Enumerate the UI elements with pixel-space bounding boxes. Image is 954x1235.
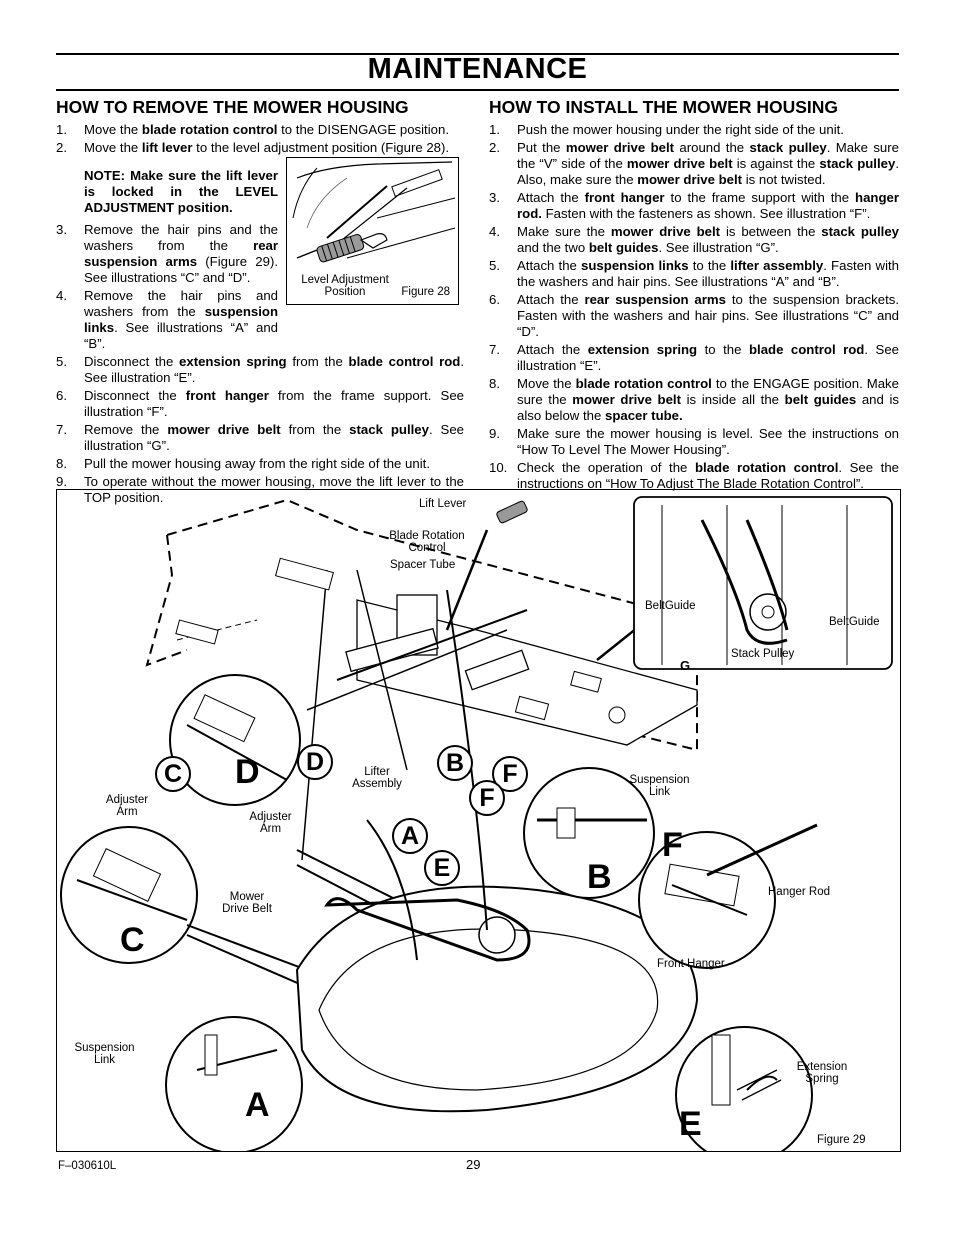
detail-a-letter: A bbox=[245, 1086, 270, 1124]
install-step-8: 8.Move the blade rotation control to the… bbox=[489, 376, 900, 423]
remove-step-1: 1.Move the blade rotation control to the… bbox=[56, 122, 449, 137]
callout-a-marker: A bbox=[392, 818, 428, 854]
install-step-7: 7.Attach the extension spring to the bla… bbox=[489, 342, 899, 373]
remove-step-3: 3.Remove the hair pins and the washers f… bbox=[56, 222, 279, 285]
top-rule bbox=[56, 53, 899, 55]
install-step-5: 5.Attach the suspension links to the lif… bbox=[489, 258, 899, 289]
callout-c-marker: C bbox=[155, 756, 191, 792]
remove-steps: 1.Move the blade rotation control to the… bbox=[56, 122, 464, 156]
remove-step-6: 6.Disconnect the front hanger from the f… bbox=[56, 388, 464, 419]
remove-step-8: 8.Pull the mower housing away from the r… bbox=[56, 456, 430, 471]
install-section: HOW TO INSTALL THE MOWER HOUSING 1.Push … bbox=[489, 96, 899, 494]
mower-housing-exploded-view bbox=[60, 496, 893, 1151]
label-adjuster-arm-2: Adjuster Arm bbox=[249, 811, 292, 835]
label-suspension-link-1: Suspension Link bbox=[74, 1042, 135, 1066]
remove-section: HOW TO REMOVE THE MOWER HOUSING 1.Move t… bbox=[56, 96, 464, 508]
remove-note: NOTE: Make sure the lift lever is locked… bbox=[84, 168, 278, 215]
label-belt-guide-1: BeltGuide bbox=[645, 600, 696, 612]
figure-28-caption: Level Adjustment Position bbox=[301, 274, 389, 298]
title-underline bbox=[56, 89, 899, 91]
page-number: 29 bbox=[466, 1157, 481, 1172]
install-steps: 1.Push the mower housing under the right… bbox=[489, 122, 899, 492]
detail-b-letter: B bbox=[587, 858, 612, 896]
label-lifter-assembly: Lifter Assembly bbox=[352, 766, 402, 790]
lift-lever-illustration bbox=[292, 161, 456, 263]
install-step-10: 10.Check the operation of the blade rota… bbox=[489, 460, 899, 491]
remove-step-9: 9.To operate without the mower housing, … bbox=[56, 474, 464, 505]
remove-heading: HOW TO REMOVE THE MOWER HOUSING bbox=[56, 97, 409, 117]
callout-b-marker: B bbox=[437, 745, 473, 781]
remove-steps-cont: 3.Remove the hair pins and the washers f… bbox=[56, 222, 464, 506]
remove-step-4: 4.Remove the hair pins and washers from … bbox=[56, 288, 278, 351]
install-step-3: 3.Attach the front hanger to the frame s… bbox=[489, 190, 899, 221]
label-extension-spring: Extension Spring bbox=[796, 1061, 848, 1085]
page-title: MAINTENANCE bbox=[367, 53, 588, 85]
figure-28: Level Adjustment Position Figure 28 bbox=[286, 157, 459, 305]
label-suspension-link-2: Suspension Link bbox=[629, 774, 690, 798]
install-step-1: 1.Push the mower housing under the right… bbox=[489, 122, 844, 137]
label-lift-lever: Lift Lever bbox=[419, 498, 467, 510]
remove-step-7: 7.Remove the mower drive belt from the s… bbox=[56, 422, 465, 453]
callout-d-marker: D bbox=[297, 744, 333, 780]
callout-f-marker-2: F bbox=[469, 780, 505, 816]
figure-29-label: Figure 29 bbox=[817, 1134, 866, 1146]
figure-29: Lift Lever Blade Rotation Control Spacer… bbox=[56, 489, 901, 1152]
detail-e-letter: E bbox=[679, 1105, 702, 1143]
detail-d-letter: D bbox=[235, 753, 260, 791]
install-step-4: 4.Make sure the mower drive belt is betw… bbox=[489, 224, 899, 255]
label-mower-drive-belt: Mower Drive Belt bbox=[222, 891, 272, 915]
callout-g: G bbox=[680, 658, 691, 673]
install-step-2: 2.Put the mower drive belt around the st… bbox=[489, 140, 899, 187]
install-step-6: 6.Attach the rear suspension arms to the… bbox=[489, 292, 899, 339]
callout-e-marker: E bbox=[424, 850, 460, 886]
detail-c-letter: C bbox=[120, 921, 145, 959]
label-hanger-rod: Hanger Rod bbox=[768, 886, 831, 898]
remove-step-5: 5.Disconnect the extension spring from t… bbox=[56, 354, 465, 385]
detail-f-letter: F bbox=[662, 826, 683, 864]
remove-step-2: 2.Move the lift lever to the level adjus… bbox=[56, 140, 450, 155]
install-step-9: 9.Make sure the mower housing is level. … bbox=[489, 426, 899, 457]
document-code: F–030610L bbox=[58, 1160, 117, 1172]
label-spacer-tube: Spacer Tube bbox=[390, 559, 456, 571]
label-front-hanger: Front Hanger bbox=[657, 958, 725, 970]
label-adjuster-arm-1: Adjuster Arm bbox=[105, 794, 149, 818]
label-belt-guide-2: BeltGuide bbox=[829, 616, 880, 628]
label-blade-rotation-control: Blade Rotation Control bbox=[389, 530, 465, 554]
label-stack-pulley: Stack Pulley bbox=[731, 648, 795, 660]
install-heading: HOW TO INSTALL THE MOWER HOUSING bbox=[489, 97, 839, 117]
figure-28-label: Figure 28 bbox=[401, 286, 450, 298]
